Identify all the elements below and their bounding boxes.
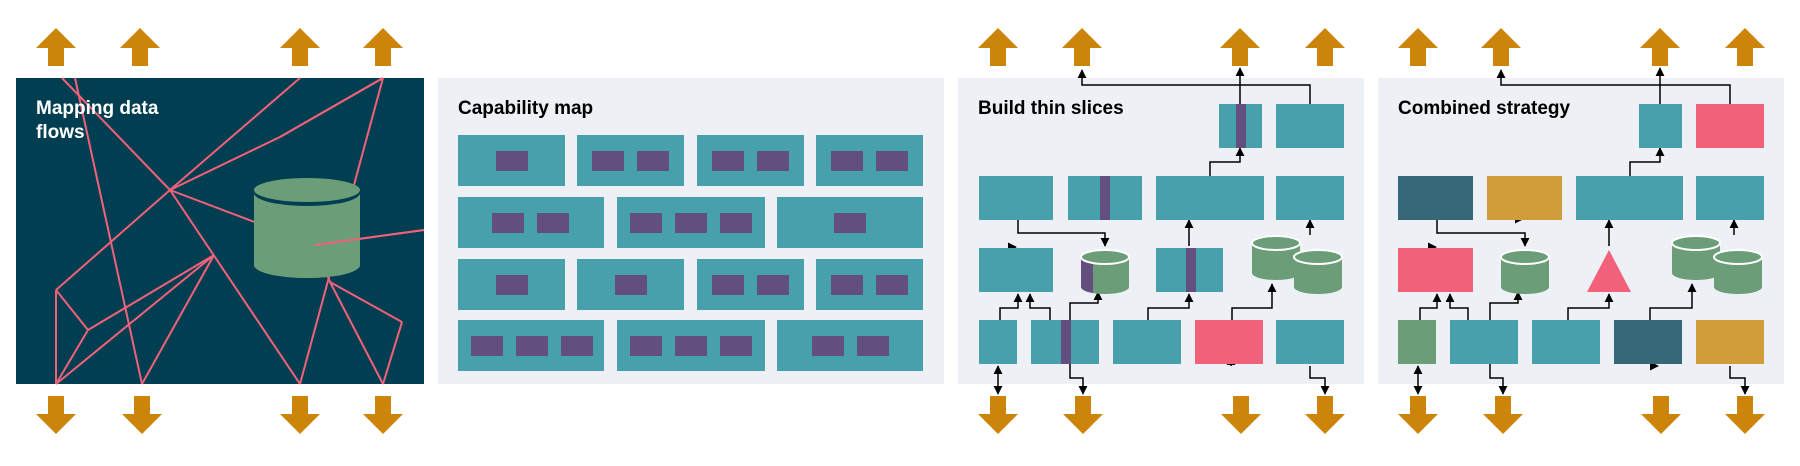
down-arrow-icon (1641, 396, 1681, 434)
panel-build-thin-slices: Build thin slices (958, 28, 1364, 434)
top-arrows (978, 28, 1345, 66)
database-icon (254, 178, 360, 278)
up-arrow-icon (1398, 28, 1438, 66)
up-arrow-icon (1062, 28, 1102, 66)
up-arrow-icon (1481, 28, 1521, 66)
capability-grid (458, 135, 923, 371)
down-arrow-icon (122, 396, 162, 434)
down-arrow-icon (1305, 396, 1345, 434)
bottom-arrows (36, 396, 403, 434)
down-arrow-icon (280, 396, 320, 434)
database-icons (1080, 235, 1343, 295)
up-arrow-icon (1305, 28, 1345, 66)
up-arrow-icon (363, 28, 403, 66)
down-arrow-icon (1221, 396, 1261, 434)
up-arrow-icon (1725, 28, 1765, 66)
panel-mapping-data-flows: Mapping data flows (16, 28, 425, 434)
top-arrows (1398, 28, 1765, 66)
up-arrow-icon (1640, 28, 1680, 66)
panel-title: Capability map (458, 98, 593, 119)
bottom-arrows (978, 396, 1345, 434)
panel-capability-map: Capability map (438, 78, 944, 384)
down-arrow-icon (1398, 396, 1438, 434)
down-arrow-icon (36, 396, 76, 434)
panel-title: Build thin slices (978, 98, 1124, 119)
down-arrow-icon (1725, 396, 1765, 434)
up-arrow-icon (36, 28, 76, 66)
service-blocks (1398, 104, 1764, 364)
service-blocks (979, 104, 1344, 364)
down-arrow-icon (363, 396, 403, 434)
panel-combined-strategy: Combined strategy (1378, 28, 1784, 434)
panel-title-line2: flows (36, 122, 85, 143)
connectors (993, 67, 1330, 395)
bottom-arrows (1398, 396, 1765, 434)
down-arrow-icon (978, 396, 1018, 434)
up-arrow-icon (1220, 28, 1260, 66)
top-arrows (36, 28, 403, 66)
connectors (1413, 67, 1750, 395)
down-arrow-icon (1063, 396, 1103, 434)
panel-title: Combined strategy (1398, 98, 1571, 119)
up-arrow-icon (978, 28, 1018, 66)
down-arrow-icon (1483, 396, 1523, 434)
up-arrow-icon (120, 28, 160, 66)
panel-title-line1: Mapping data (36, 98, 159, 119)
up-arrow-icon (280, 28, 320, 66)
